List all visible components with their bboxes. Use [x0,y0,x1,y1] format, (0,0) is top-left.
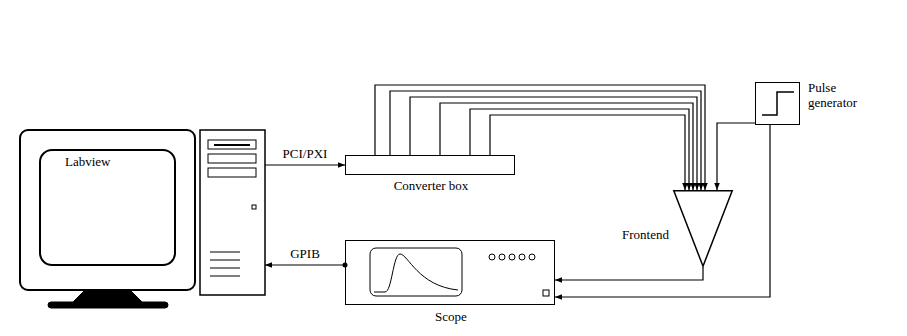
step-symbol [762,92,794,115]
edge-label-holder: GPIB [288,246,322,262]
drive-bay [208,140,256,149]
signal-wire [470,109,689,190]
signal-wire [265,264,345,265]
scope-knob [519,254,525,260]
node-label: Converter box [346,179,516,194]
computer-tower [200,130,265,295]
oscilloscope: Scope [345,240,555,305]
triangle-shape [674,191,732,266]
scope-input [543,290,549,296]
converter-box: Converter box [345,155,515,175]
scope-knob [499,254,505,260]
monitor-housing [20,130,195,290]
triangle-outline [673,190,733,267]
scope-screen [370,248,462,296]
node-label: Pulse generator [808,81,880,111]
bus-label: PCI/PXI [281,146,330,162]
drive-bay [208,154,256,163]
monitor-base [48,302,168,308]
node-label: Frontend [605,228,669,243]
drive-slot [214,144,250,146]
vent-line [210,268,240,269]
signal-wire [717,123,755,190]
pulse-generator: Pulse generator [755,82,800,125]
monitor-screen [40,150,175,265]
computer: Labview [15,125,265,303]
node-label: Labview [65,155,160,170]
monitor-stand [73,290,142,302]
pulse-trace [374,254,458,292]
scope-knob [529,254,535,260]
signal-wire [410,97,697,190]
scope-knob [509,254,515,260]
edge-label-holder: PCI/PXI [281,146,330,162]
scope-knob [489,254,495,260]
signal-wire [440,103,693,190]
power-button [252,205,256,209]
signal-wire [390,91,701,190]
signal-wire [555,125,770,297]
signal-wire [265,164,345,165]
signal-wire [555,267,703,280]
frontend-amplifier: Frontend [673,190,733,267]
bus-label: GPIB [288,246,322,262]
drive-bay [208,168,256,177]
vent-line [210,276,240,277]
signal-wire [490,115,685,190]
vent-line [210,260,240,261]
node-label: Scope [346,310,556,325]
vent-line [210,252,240,253]
